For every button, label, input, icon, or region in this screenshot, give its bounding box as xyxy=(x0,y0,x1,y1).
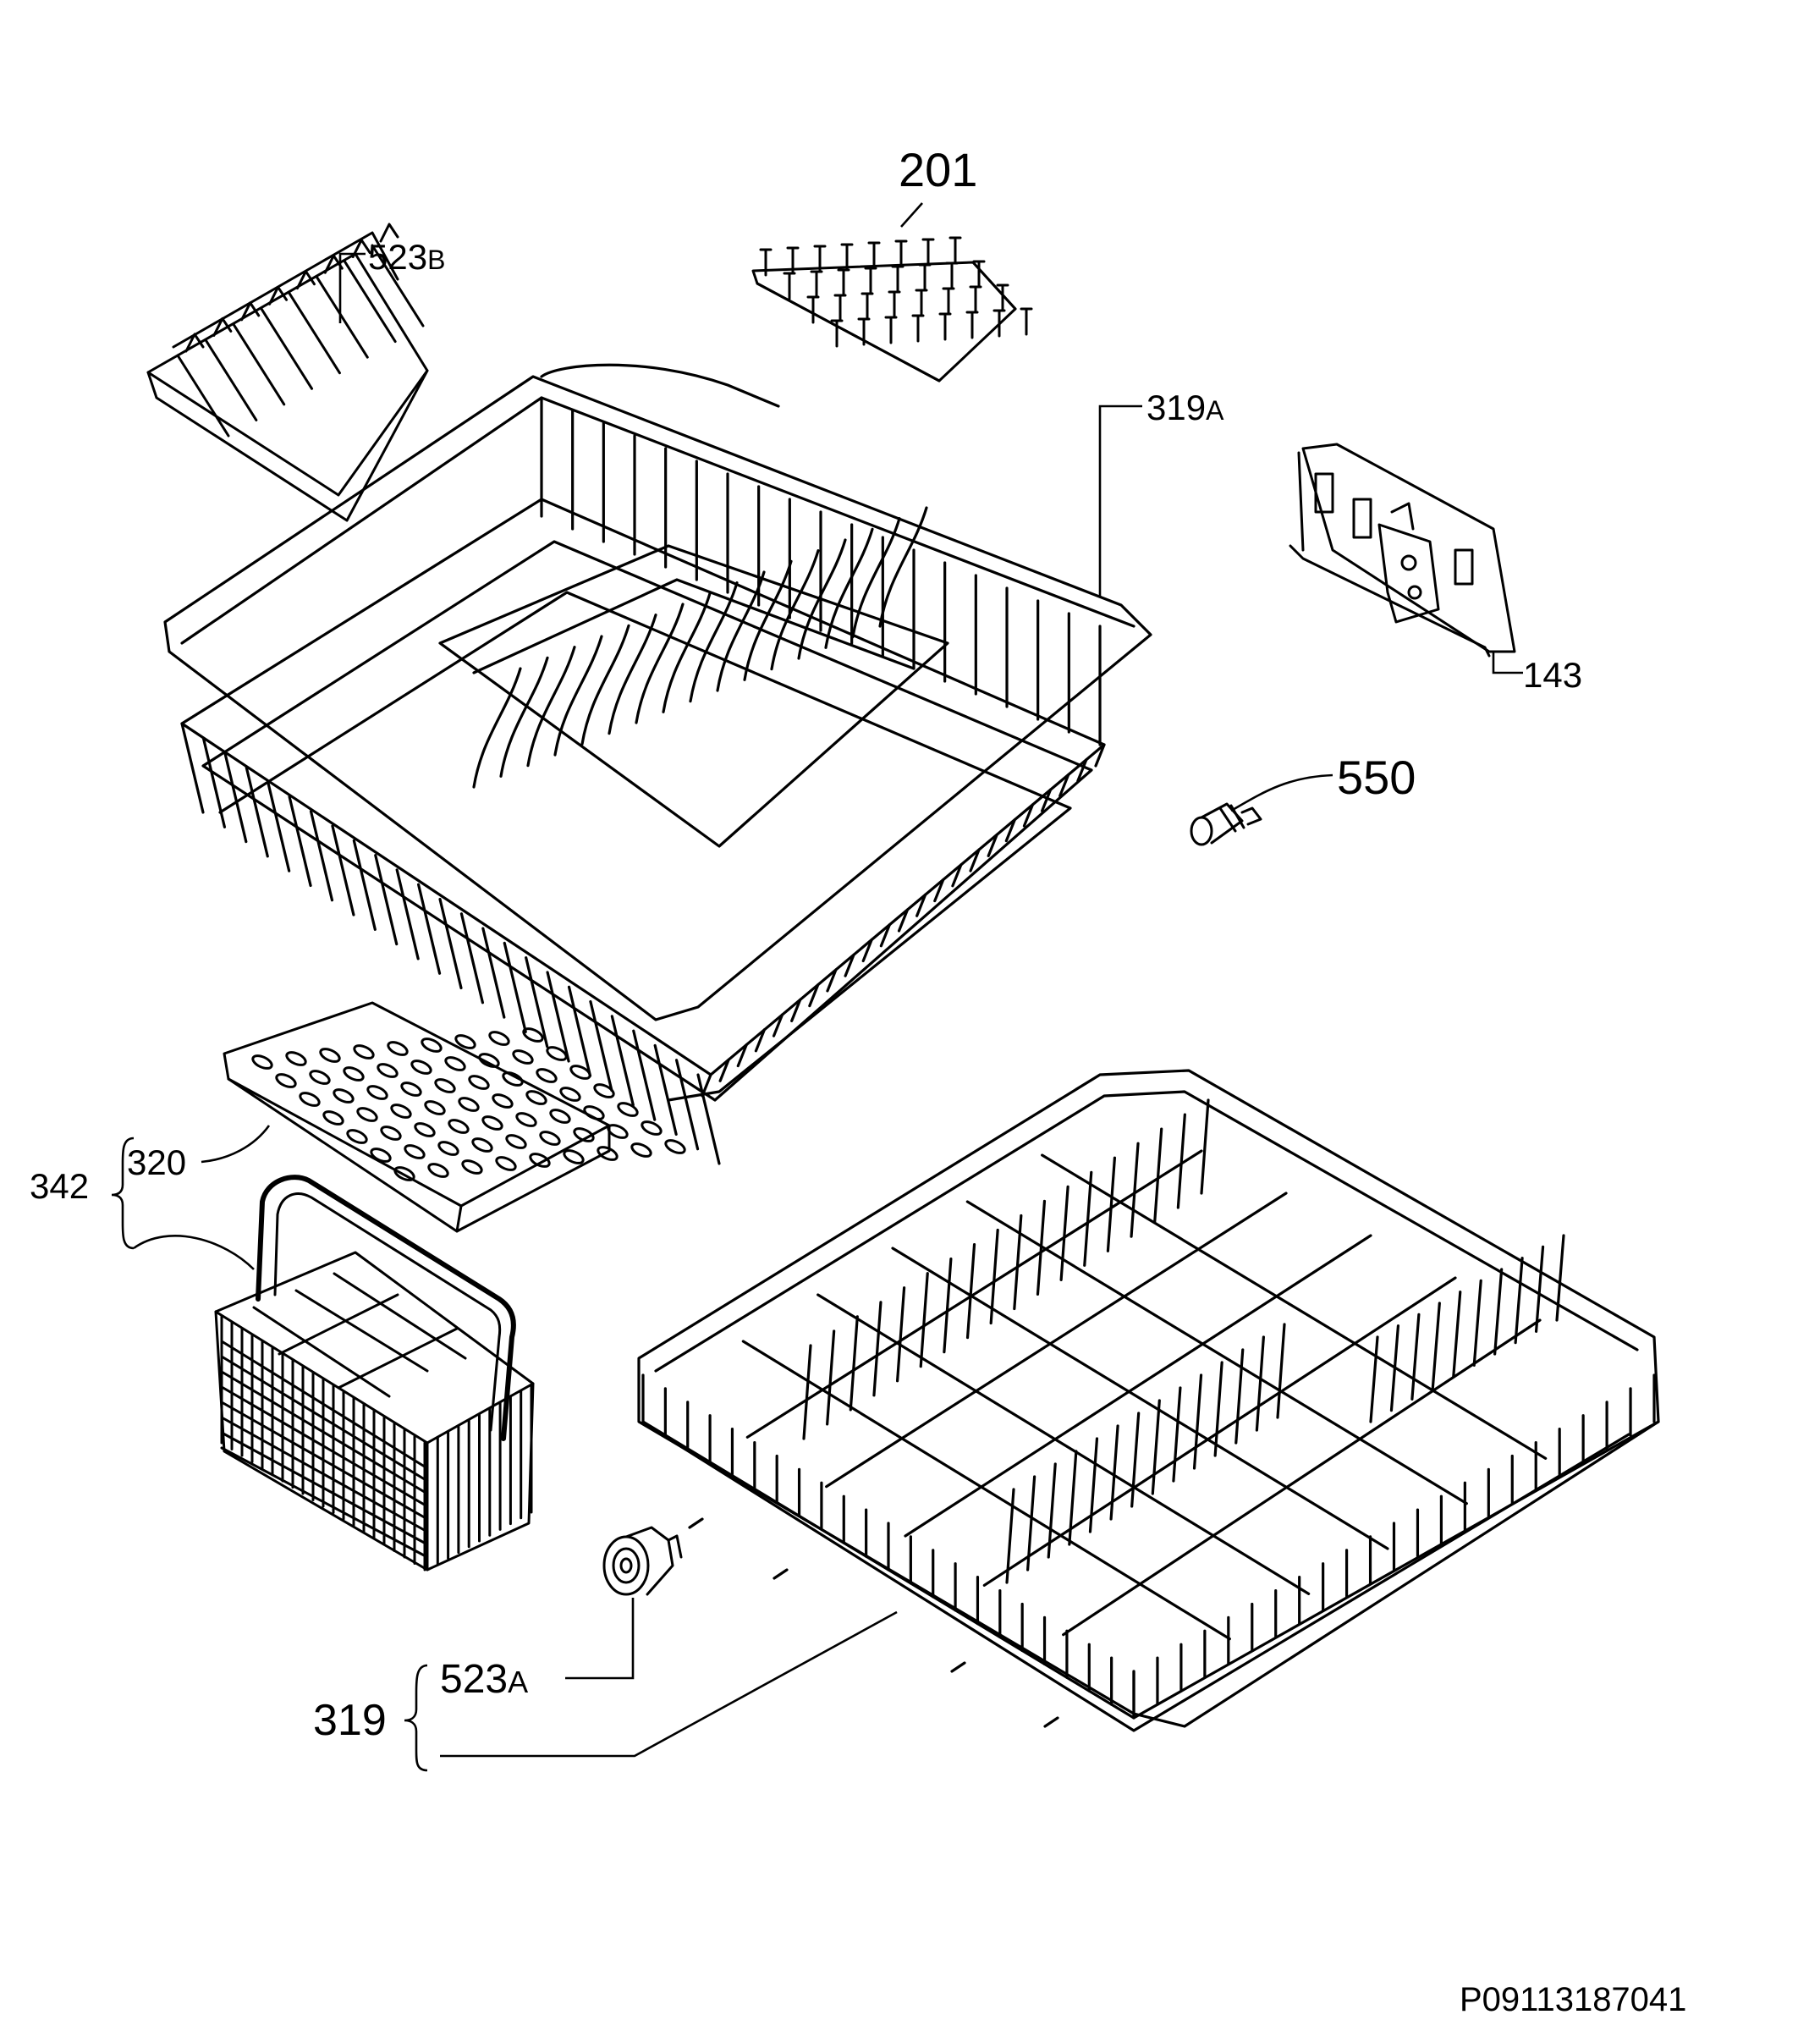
part-320-lid-grid xyxy=(223,1001,686,1233)
drawing-code: P09113187041 xyxy=(1460,1981,1686,2018)
leader-lines xyxy=(111,202,1523,1772)
part-143-rail-bracket xyxy=(1289,443,1516,658)
label-523a: 523A xyxy=(440,1657,528,1702)
part-201-spike-insert xyxy=(751,236,1033,383)
label-342: 342 xyxy=(30,1166,89,1206)
label-319: 319 xyxy=(313,1696,387,1745)
label-319a: 319A xyxy=(1146,388,1224,427)
part-319a-upper-basket xyxy=(163,363,1152,1165)
label-143: 143 xyxy=(1523,655,1582,695)
label-523b: 523B xyxy=(368,237,445,277)
label-550: 550 xyxy=(1337,751,1416,804)
label-201: 201 xyxy=(899,143,977,196)
part-342-cutlery-basket xyxy=(214,1175,535,1571)
callout-labels: 201 523B 319A 143 550 320 342 523A 319 P… xyxy=(30,143,1686,2018)
part-523a-wheel xyxy=(602,1526,683,1596)
part-550-pin xyxy=(1190,802,1262,846)
label-320: 320 xyxy=(127,1142,186,1182)
part-319-lower-basket xyxy=(637,1069,1660,1732)
part-523b-cup-rack xyxy=(146,223,429,522)
